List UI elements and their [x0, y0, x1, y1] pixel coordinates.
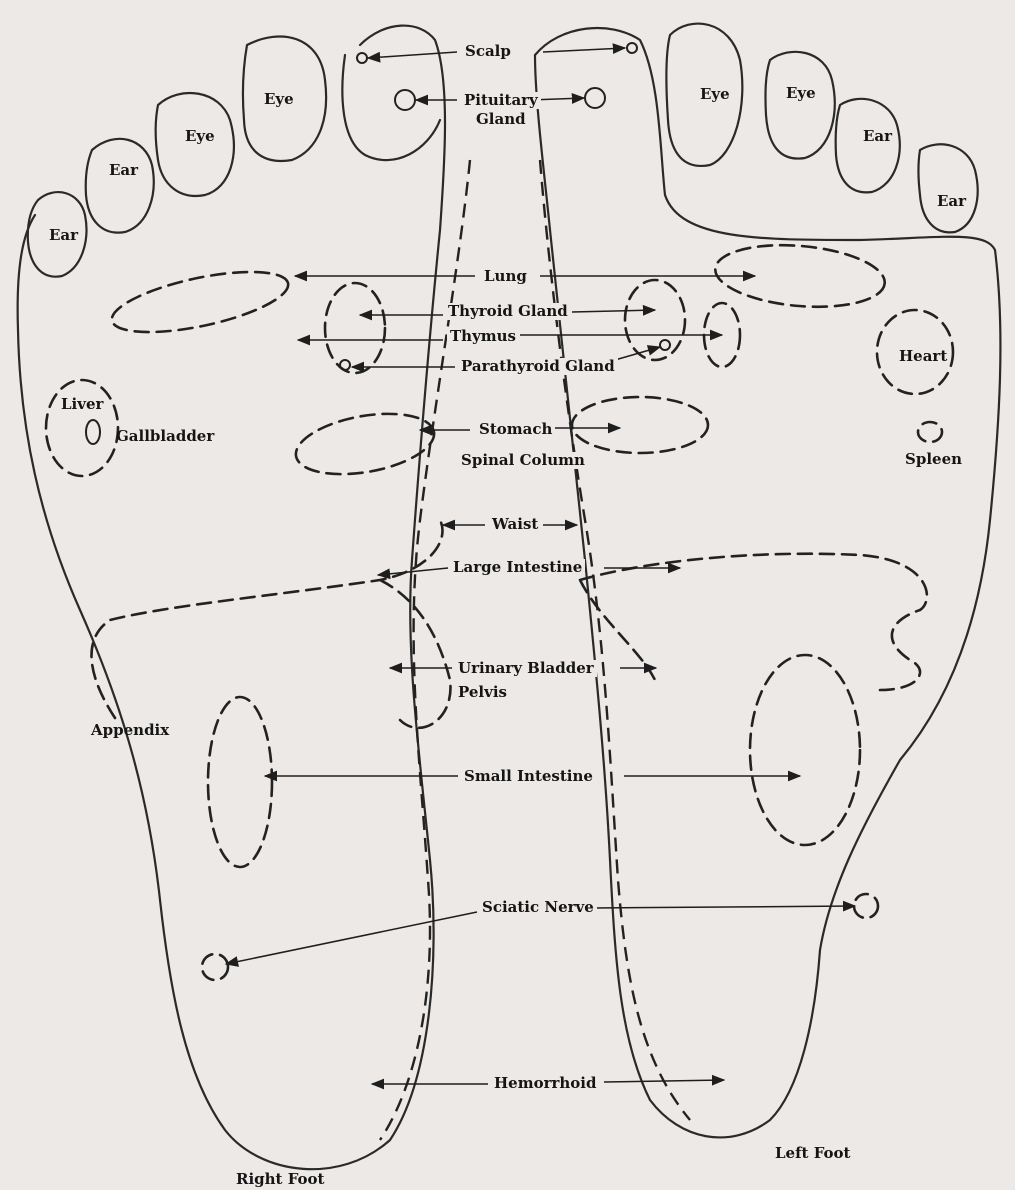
left-toe-4	[836, 99, 900, 193]
label-left-ear-2: Ear	[934, 193, 969, 210]
label-waist: Waist	[489, 516, 541, 533]
thyroid-arrow-left	[572, 310, 655, 312]
label-appendix: Appendix	[88, 722, 172, 739]
label-spleen: Spleen	[902, 451, 965, 468]
spleen-zone	[918, 422, 942, 442]
label-liver: Liver	[58, 396, 106, 413]
left-parathyroid-point	[660, 340, 670, 350]
scalp-arrow-left	[543, 48, 625, 52]
label-stomach: Stomach	[476, 421, 555, 438]
right-big-toe	[342, 55, 440, 160]
right-small-intestine-zone	[208, 697, 272, 867]
label-left-ear-1: Ear	[860, 128, 895, 145]
label-lung: Lung	[481, 268, 530, 285]
left-stomach-zone	[572, 397, 708, 453]
left-large-intestine-zone	[580, 554, 927, 690]
label-right-eye-2: Eye	[261, 91, 297, 108]
right-scalp-point	[357, 53, 367, 63]
right-thyroid-zone	[325, 283, 385, 373]
left-small-intestine-zone	[750, 655, 860, 845]
organ-zones	[46, 239, 953, 980]
label-sciatic-nerve: Sciatic Nerve	[479, 899, 597, 916]
left-scalp-point	[627, 43, 637, 53]
label-pituitary: Pituitary	[461, 92, 541, 109]
label-parathyroid-gland: Parathyroid Gland	[458, 358, 618, 375]
hemorrhoid-arrow-left	[604, 1080, 724, 1082]
label-hemorrhoid: Hemorrhoid	[491, 1075, 600, 1092]
label-thyroid-gland: Thyroid Gland	[445, 303, 571, 320]
left-pituitary-point	[585, 88, 605, 108]
label-scalp: Scalp	[462, 43, 514, 60]
left-sciatic-zone	[854, 894, 878, 918]
right-lung-zone	[107, 260, 293, 344]
label-gland: Gland	[473, 111, 529, 128]
right-foot-caption: Right Foot	[236, 1170, 324, 1188]
gallbladder-point	[86, 420, 100, 444]
left-toe-5	[919, 144, 978, 232]
label-large-intestine: Large Intestine	[450, 559, 585, 576]
right-foot-sole	[18, 26, 445, 1170]
label-pelvis: Pelvis	[455, 684, 510, 701]
label-spinal-column: Spinal Column	[458, 452, 588, 469]
right-sciatic-zone	[202, 954, 228, 980]
label-gallbladder: Gallbladder	[113, 428, 217, 445]
right-pituitary-point	[395, 90, 415, 110]
left-foot-sole	[535, 28, 1000, 1137]
label-thymus: Thymus	[447, 328, 519, 345]
right-toe-4	[86, 139, 154, 233]
label-left-eye-1: Eye	[697, 86, 733, 103]
reflex-points	[86, 43, 670, 444]
label-right-eye-1: Eye	[182, 128, 218, 145]
sciatic-arrow-right	[226, 912, 477, 964]
label-heart: Heart	[896, 348, 950, 365]
right-foot-outline	[18, 26, 445, 1170]
right-large-intestine-zone	[91, 520, 450, 728]
scalp-arrow-right	[368, 52, 457, 58]
label-urinary-bladder: Urinary Bladder	[455, 660, 597, 677]
left-toe-3	[765, 52, 834, 159]
sciatic-arrow-left	[594, 906, 855, 908]
label-small-intestine: Small Intestine	[461, 768, 596, 785]
label-right-ear-2: Ear	[106, 162, 141, 179]
label-right-ear-1: Ear	[46, 227, 81, 244]
left-foot-caption: Left Foot	[775, 1144, 850, 1162]
label-left-eye-2: Eye	[783, 85, 819, 102]
right-stomach-zone	[291, 404, 439, 483]
right-parathyroid-point	[340, 360, 350, 370]
left-foot-outline	[535, 24, 1000, 1138]
